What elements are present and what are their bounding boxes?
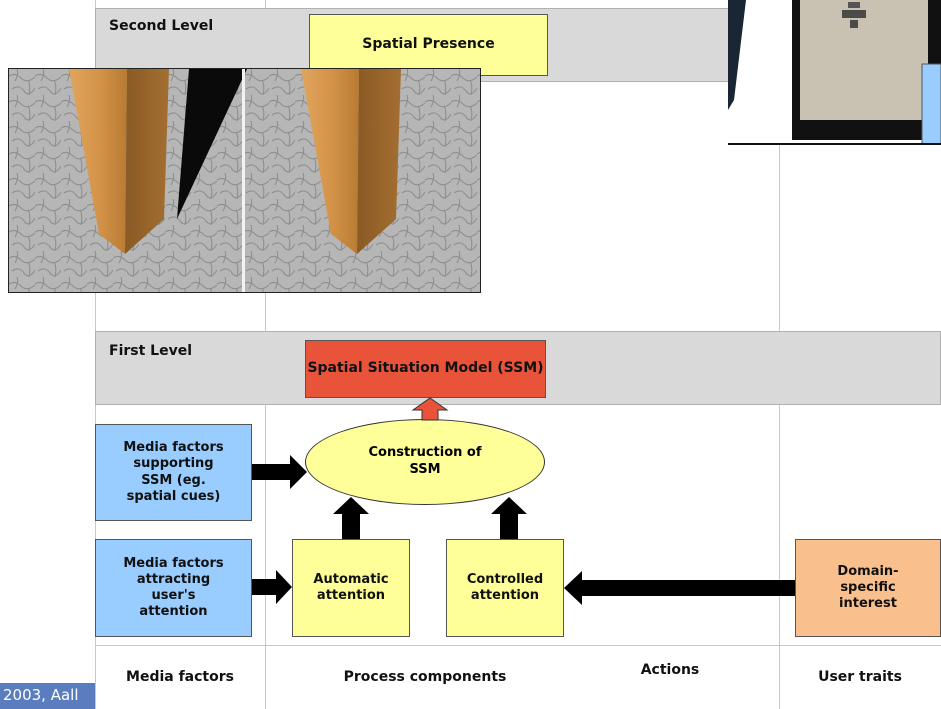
arrow-automatic-to-construction — [333, 497, 369, 539]
arrow-interest-to-controlled — [564, 571, 795, 605]
arrow-controlled-to-construction — [491, 497, 527, 539]
arrow-media-attention-to-automatic — [252, 570, 292, 604]
book-photo-image — [728, 0, 941, 145]
footer-actions: Actions — [640, 662, 700, 678]
automatic-attention-label: Automatic attention — [313, 571, 389, 603]
footer-user-traits: User traits — [818, 669, 902, 685]
controlled-attention-box: Controlled attention — [446, 539, 564, 637]
spatial-presence-box: Spatial Presence — [309, 14, 548, 76]
footer-process-components: Process components — [343, 669, 507, 685]
arrow-up-to-ssm — [411, 397, 449, 421]
automatic-attention-box: Automatic attention — [292, 539, 410, 637]
first-level-label: First Level — [109, 343, 193, 359]
second-level-label: Second Level — [109, 18, 214, 34]
wooden-post-shadow-image — [8, 68, 481, 293]
copyright-text: 2003, Aall — [3, 686, 79, 704]
media-factors-ssm-label: Media factors supporting SSM (eg. spatia… — [123, 440, 224, 504]
construction-label: Construction of SSM — [368, 445, 482, 477]
domain-interest-label: Domain-specific interest — [837, 563, 899, 612]
media-factors-attention-label: Media factors attracting user's attentio… — [123, 555, 224, 620]
arrow-media-ssm-to-construction — [252, 455, 307, 489]
ssm-box: Spatial Situation Model (SSM) — [305, 340, 546, 398]
media-factors-ssm-box: Media factors supporting SSM (eg. spatia… — [95, 424, 252, 521]
copyright-strip: 2003, Aall — [0, 683, 95, 709]
media-factors-attention-box: Media factors attracting user's attentio… — [95, 539, 252, 637]
controlled-attention-label: Controlled attention — [466, 571, 544, 603]
construction-ssm-ellipse: Construction of SSM — [305, 419, 545, 505]
domain-interest-box: Domain-specific interest — [795, 539, 941, 637]
footer-divider — [95, 645, 941, 646]
footer-media-factors: Media factors — [126, 669, 234, 685]
